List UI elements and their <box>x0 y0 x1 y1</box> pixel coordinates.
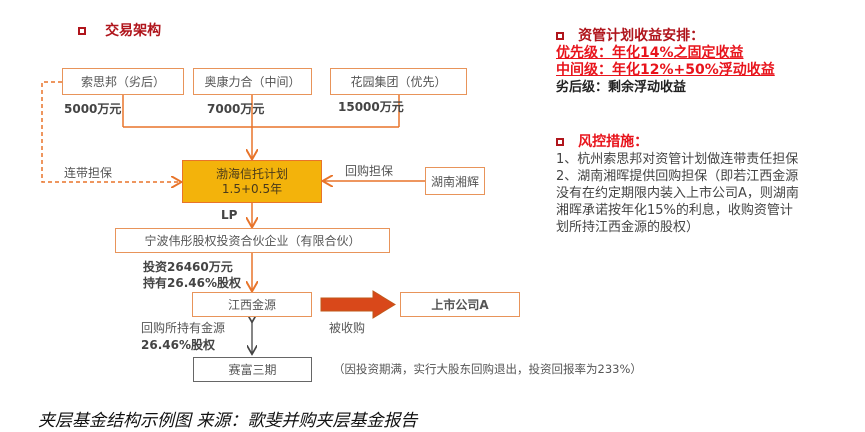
box-listed-company-a: 上市公司A <box>400 292 520 317</box>
risk-line: 2、湖南湘晖提供回购担保（即若江西金源 <box>556 169 799 184</box>
box-huayuan-senior: 花园集团（优先） <box>330 68 467 95</box>
box-hunan-xianghui: 湖南湘辉 <box>425 167 485 195</box>
amount-label-aokang: 7000万元 <box>207 102 265 116</box>
trust-term: 1.5+0.5年 <box>221 181 283 196</box>
box-ningbo-partnership: 宁波伟彤股权投资合伙企业（有限合伙） <box>115 228 390 253</box>
section-title-transaction-structure: 交易架构 <box>78 20 161 40</box>
trust-name: 渤海信托计划 <box>215 166 288 181</box>
box-aokang-mezzanine: 奥康力合（中间） <box>193 68 312 95</box>
income-mezzanine: 中间级：年化12%+50%浮动收益 <box>556 62 775 78</box>
income-senior: 优先级：年化14%之固定收益 <box>556 45 744 61</box>
box-bohai-trust-plan: 渤海信托计划 1.5+0.5年 <box>182 160 322 203</box>
label-buyback-guarantee: 回购担保 <box>345 164 394 178</box>
amount-label-suosibang: 5000万元 <box>64 102 122 116</box>
amount-label-huayuan: 15000万元 <box>338 100 404 114</box>
label-buyback-holding: 回购所持有金源 <box>141 321 226 335</box>
risk-line: 湘晖承诺按年化15%的利息，收购资管计 <box>556 203 793 218</box>
risk-line: 1、杭州索思邦对资管计划做连带责任担保 <box>556 152 799 167</box>
risk-line: 划所持江西金源的股权） <box>556 220 700 235</box>
square-bullet-icon <box>78 27 86 35</box>
box-jiangxi-jinyuan: 江西金源 <box>192 292 312 317</box>
label-investment-amount: 投资26460万元 <box>143 260 233 274</box>
label-exit-note: （因投资期满，实行大股东回购退出，投资回报率为233%） <box>333 362 642 376</box>
square-bullet-icon <box>556 138 564 146</box>
risk-title-row: 风控措施： <box>556 134 799 151</box>
square-bullet-icon <box>556 32 564 40</box>
label-acquired: 被收购 <box>329 321 366 335</box>
box-suosibang-junior: 索思邦（劣后） <box>62 68 184 95</box>
risk-line: 没有在约定期限内装入上市公司A，则湖南 <box>556 186 799 201</box>
income-arrangement-section: 资管计划收益安排： 优先级：年化14%之固定收益 中间级：年化12%+50%浮动… <box>556 28 775 96</box>
label-buyback-equity: 26.46%股权 <box>141 338 215 352</box>
box-saifu-phase3: 赛富三期 <box>193 357 312 382</box>
risk-control-section: 风控措施： 1、杭州索思邦对资管计划做连带责任担保 2、湖南湘晖提供回购担保（即… <box>556 134 799 236</box>
label-joint-guarantee: 连带担保 <box>64 166 113 180</box>
label-lp: LP <box>221 208 238 222</box>
label-equity-held: 持有26.46%股权 <box>143 276 241 290</box>
income-title-row: 资管计划收益安排： <box>556 28 775 45</box>
figure-caption: 夹层基金结构示例图 来源：歌斐并购夹层基金报告 <box>38 411 418 431</box>
income-junior: 劣后级：剩余浮动收益 <box>556 80 687 95</box>
